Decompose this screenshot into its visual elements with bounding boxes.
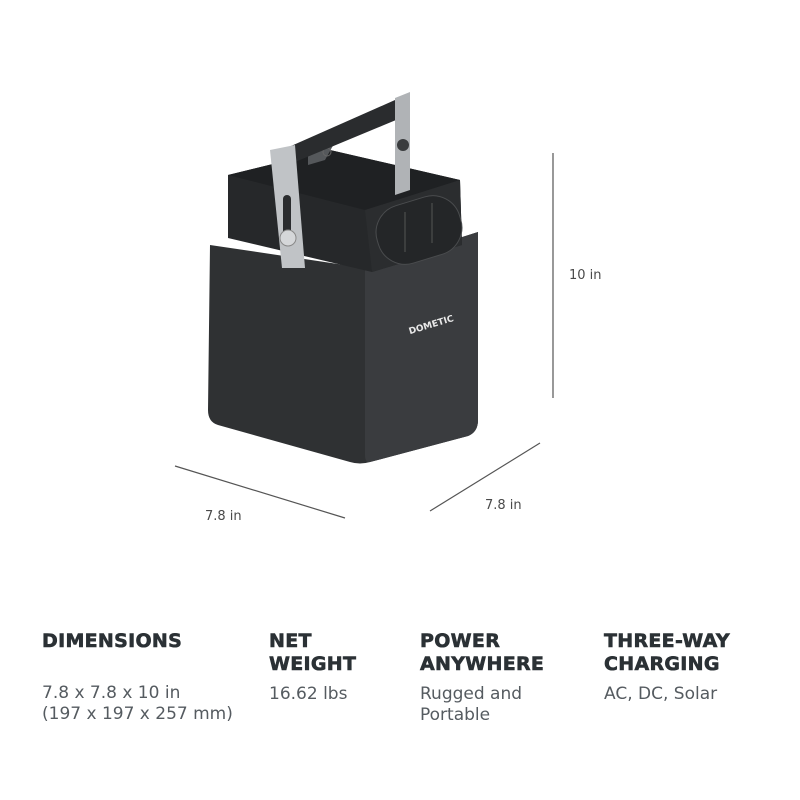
- depth-dimension-line: [429, 442, 541, 512]
- width-label: 7.8 in: [205, 509, 242, 524]
- spec-heading: POWER ANYWHERE: [420, 630, 545, 676]
- height-label: 10 in: [569, 268, 602, 283]
- spec-value: 7.8 x 7.8 x 10 in (197 x 197 x 257 mm): [42, 683, 233, 724]
- depth-label: 7.8 in: [485, 498, 522, 513]
- spec-value: AC, DC, Solar: [604, 684, 718, 704]
- spec-value: 16.62 lbs: [269, 684, 348, 704]
- handle-grip: [282, 95, 408, 162]
- spec-power-anywhere: POWER ANYWHERE Rugged and Portable: [420, 630, 545, 726]
- spec-value: Rugged and Portable: [420, 684, 523, 725]
- product-image: DOMETIC: [174, 92, 554, 519]
- power-station-device: DOMETIC: [208, 92, 478, 464]
- width-dimension-line: [174, 465, 346, 519]
- spec-heading: NET WEIGHT: [269, 630, 357, 676]
- spec-heading: DIMENSIONS: [42, 630, 183, 653]
- spec-net-weight: NET WEIGHT 16.62 lbs: [269, 630, 357, 705]
- spec-three-way-charging: THREE-WAY CHARGING AC, DC, Solar: [604, 630, 730, 705]
- spec-dimensions: DIMENSIONS 7.8 x 7.8 x 10 in (197 x 197 …: [42, 630, 233, 725]
- spec-heading: THREE-WAY CHARGING: [604, 630, 730, 676]
